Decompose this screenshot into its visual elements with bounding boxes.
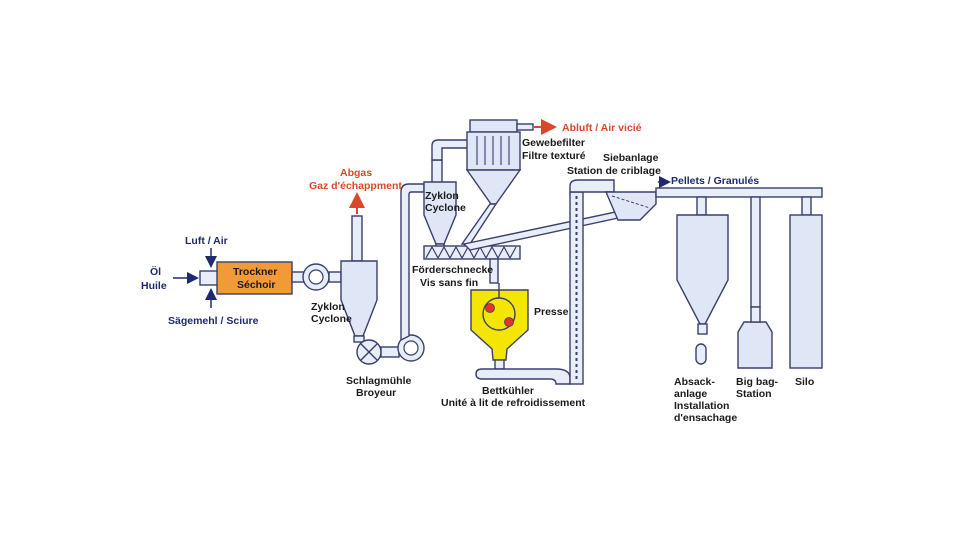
silo-label: Silo	[795, 376, 814, 388]
oil-label-fr: Huile	[141, 280, 167, 292]
silo-vessel	[789, 214, 823, 369]
pipe-mill-fan	[380, 346, 400, 358]
bed-cooler	[475, 368, 571, 385]
bagging-label-4: d'ensachage	[674, 412, 737, 424]
big-bag-station	[737, 306, 773, 369]
screw-label-de: Förderschnecke	[412, 264, 493, 276]
input-arrows	[173, 248, 217, 308]
dryer-label-de: Trockner	[233, 266, 277, 278]
pipe-press-cooler	[494, 359, 505, 370]
pellets-label: Pellets / Granulés	[671, 175, 759, 187]
pipe-dryer-fan	[291, 271, 305, 283]
screen-label-de: Siebanlage	[603, 152, 659, 164]
cyclone-2-label-de: Zyklon	[425, 190, 459, 202]
burner-inlet	[199, 270, 219, 286]
filter-label-fr: Filtre texturé	[522, 150, 586, 162]
bagging-label-1: Absack-	[674, 376, 715, 388]
screw-label-fr: Vis sans fin	[420, 277, 478, 289]
pipe-riser	[400, 183, 425, 342]
oil-label-de: Öl	[150, 265, 161, 278]
press-label: Presse	[534, 306, 569, 318]
exhaust-label-de: Abgas	[340, 167, 372, 179]
pipe-fan-cyclone	[328, 271, 342, 283]
pipe-cyclone-filter	[431, 139, 471, 161]
hammer-mill	[356, 339, 382, 365]
pellet-press	[470, 283, 529, 361]
filter-label-de: Gewebefilter	[522, 137, 585, 149]
fan-2	[397, 334, 425, 362]
fan-1	[302, 263, 330, 291]
bagging-label-3: Installation	[674, 400, 729, 412]
cooler-label-de: Bettkühler	[482, 385, 534, 397]
air-input-label: Luft / Air	[185, 235, 228, 247]
bigbag-label-2: Station	[736, 388, 772, 400]
bucket-elevator	[569, 179, 615, 385]
fabric-filter	[465, 119, 534, 205]
exhaust-label-fr: Gaz d'échappment	[309, 180, 402, 192]
pipe-cyclone-mill	[353, 335, 365, 343]
exhaust-air-label: Abluft / Air vicié	[562, 122, 642, 134]
bigbag-label-1: Big bag-	[736, 376, 778, 388]
bagging-unit	[676, 214, 729, 365]
sawdust-input-label: Sägemehl / Sciure	[168, 315, 259, 327]
hammermill-label-de: Schlagmühle	[346, 375, 412, 387]
cyclone-2-label-fr: Cyclone	[425, 202, 466, 214]
dryer-label-fr: Séchoir	[237, 279, 276, 291]
screen-label-fr: Station de criblage	[567, 165, 661, 177]
bagging-label-2: anlage	[674, 388, 707, 400]
cyclone-1	[340, 215, 378, 337]
cooler-label-fr: Unité à lit de refroidissement	[441, 397, 586, 409]
cyclone-1-label-de: Zyklon	[311, 301, 345, 313]
dryer-box	[216, 261, 293, 295]
cyclone-1-label-fr: Cyclone	[311, 313, 352, 325]
hammermill-label-fr: Broyeur	[356, 387, 396, 399]
screening-station	[604, 191, 657, 221]
